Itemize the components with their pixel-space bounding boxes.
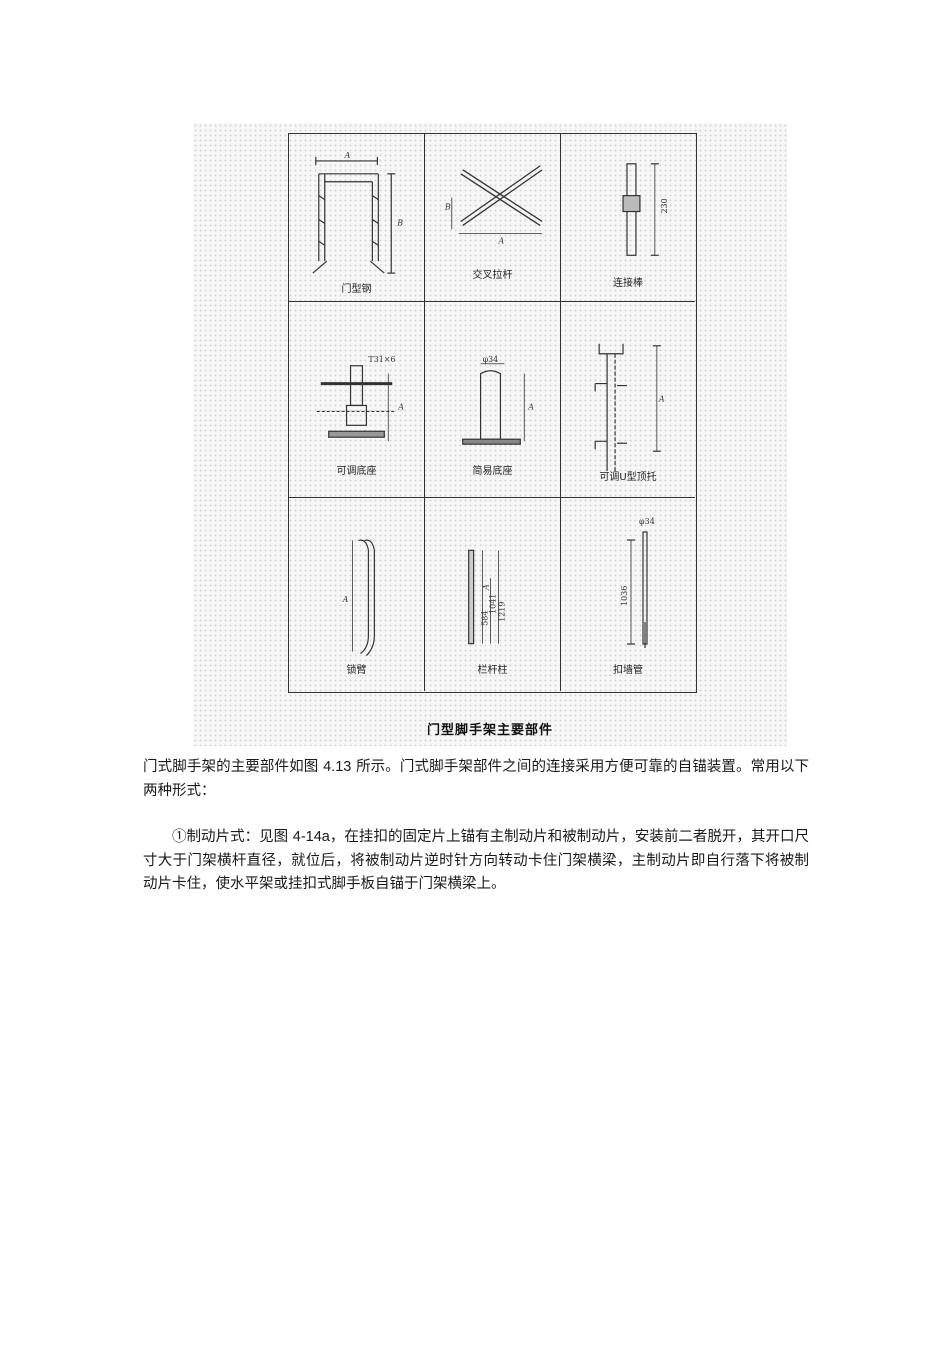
- lock-arm-drawing: A: [342, 539, 375, 656]
- svg-text:φ34: φ34: [639, 517, 655, 526]
- paragraph-brake-type: ①制动片式：见图 4-14a，在挂扣的固定片上锚有主制动片和被制动片，安装前二者…: [143, 826, 809, 897]
- svg-text:A: A: [342, 595, 349, 604]
- figure-title: 门型脚手架主要部件: [426, 723, 553, 738]
- cell-u-head: A 可调U型顶托: [561, 302, 695, 498]
- cell-guardrail-post: A 584 1041 1219 栏杆柱: [425, 498, 561, 691]
- p1-text-start: 门式脚手架的主要部件如图: [143, 759, 324, 775]
- svg-text:1036: 1036: [620, 586, 629, 606]
- svg-text:A: A: [397, 402, 404, 411]
- svg-text:A: A: [482, 584, 491, 591]
- guardrail-post-drawing: A 584 1041 1219: [468, 549, 506, 645]
- caption-u-head: 可调U型顶托: [599, 472, 657, 483]
- svg-text:A: A: [527, 402, 534, 411]
- caption-wall-tie-pipe: 扣墙管: [613, 665, 643, 676]
- caption-simple-base: 简易底座: [472, 466, 513, 477]
- cell-simple-base: φ34 A 简易底座: [425, 302, 561, 498]
- p2-text-start: ①制动片式：见图: [172, 829, 293, 845]
- caption-cross-brace: 交叉拉杆: [472, 270, 513, 281]
- caption-door-frame: 门型钢: [341, 284, 372, 295]
- figure-reference-2: 4-14a: [292, 829, 330, 845]
- cell-cross-brace: A B 交叉拉杆: [425, 134, 561, 302]
- adjustable-base-drawing: T31×6 A: [316, 355, 404, 442]
- caption-guardrail-post: 栏杆柱: [477, 665, 508, 676]
- components-grid: A B 门型钢 A B 交叉拉杆 230: [288, 133, 697, 693]
- svg-text:A: A: [658, 394, 665, 403]
- p2-text-end: ，在挂扣的固定片上锚有主制动片和被制动片，安装前二者脱开，其开口尺寸大于门架横杆…: [143, 829, 809, 892]
- simple-base-drawing: φ34 A: [462, 355, 534, 445]
- svg-text:A: A: [344, 151, 351, 160]
- wall-tie-pipe-drawing: φ34 1036: [620, 517, 655, 648]
- caption-lock-arm: 锁臂: [346, 665, 367, 676]
- svg-text:B: B: [396, 218, 403, 227]
- caption-connector-rod: 连接棒: [613, 278, 643, 289]
- svg-text:φ34: φ34: [483, 355, 499, 364]
- cross-brace-drawing: A B: [444, 165, 543, 245]
- door-frame-drawing: A B: [312, 151, 403, 274]
- figure-reference: 4.13: [323, 759, 352, 775]
- cell-adjustable-base: T31×6 A 可调底座: [289, 302, 425, 498]
- p1-text-end: 所示。门式脚手架部件之间的连接采用方便可靠的自锚装置。常用以下两种形式：: [143, 759, 810, 799]
- u-head-drawing: A: [594, 343, 665, 472]
- cell-wall-tie-pipe: φ34 1036 扣墙管: [561, 498, 695, 691]
- paragraph-intro: 门式脚手架的主要部件如图 4.13 所示。门式脚手架部件之间的连接采用方便可靠的…: [143, 756, 809, 803]
- cell-connector-rod: 230 连接棒: [561, 134, 695, 302]
- svg-text:584: 584: [481, 611, 490, 626]
- svg-text:1041: 1041: [488, 594, 497, 614]
- svg-text:1219: 1219: [497, 602, 506, 622]
- components-figure: A B 门型钢 A B 交叉拉杆 230: [193, 123, 787, 746]
- svg-text:B: B: [444, 203, 451, 212]
- connector-rod-drawing: 230: [622, 163, 669, 256]
- svg-text:T31×6: T31×6: [368, 355, 395, 364]
- cell-door-frame: A B 门型钢: [289, 134, 425, 302]
- caption-adjustable-base: 可调底座: [336, 466, 377, 477]
- svg-text:A: A: [497, 236, 504, 245]
- cell-lock-arm: A 锁臂: [289, 498, 425, 691]
- svg-text:230: 230: [660, 198, 669, 213]
